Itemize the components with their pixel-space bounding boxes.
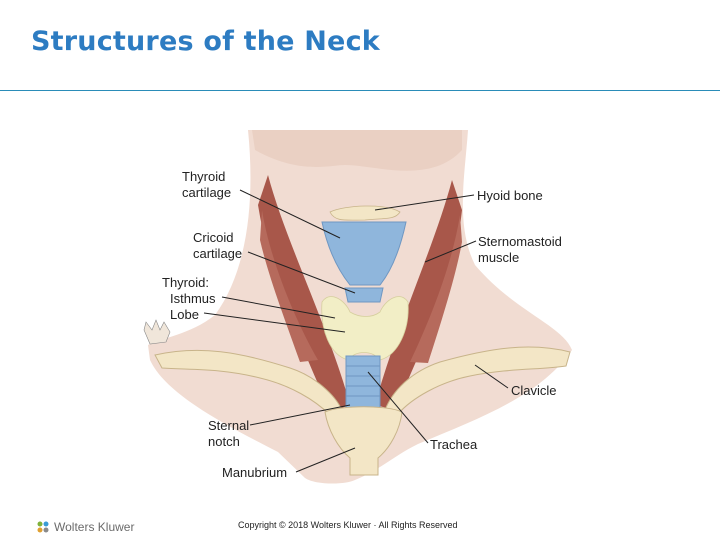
title-divider bbox=[0, 90, 720, 91]
trachea-shape bbox=[345, 355, 381, 409]
logo-mark-icon bbox=[37, 521, 49, 533]
label-thyroid-cartilage: Thyroid cartilage bbox=[182, 169, 231, 201]
logo-text: Wolters Kluwer bbox=[54, 520, 135, 534]
neck-skin bbox=[148, 130, 572, 484]
label-thyroid-isthmus: Isthmus bbox=[170, 291, 216, 306]
label-cricoid-cartilage-line2: cartilage bbox=[193, 246, 243, 261]
jaw-shadow bbox=[252, 130, 462, 171]
cricoid-cartilage-shape bbox=[344, 287, 384, 303]
left-fingers bbox=[143, 319, 171, 345]
label-sternal-notch: Sternal notch bbox=[208, 418, 249, 450]
label-cricoid-cartilage-line1: Cricoid bbox=[193, 230, 234, 245]
manubrium-shape bbox=[324, 406, 403, 476]
label-thyroid-lobe: Lobe bbox=[170, 307, 199, 322]
leader-lines bbox=[203, 189, 509, 473]
label-sternomastoid-line2: muscle bbox=[478, 250, 520, 265]
sternomastoid-right-lateral bbox=[410, 215, 462, 363]
sternomastoid-left bbox=[258, 175, 350, 412]
label-hyoid-bone: Hyoid bone bbox=[477, 188, 543, 203]
label-thyroid-line1: Thyroid: bbox=[162, 275, 209, 290]
label-sternomastoid-muscle: Sternomastoid muscle bbox=[478, 234, 562, 266]
label-sternomastoid-line1: Sternomastoid bbox=[478, 234, 562, 249]
copyright-notice: Copyright © 2018 Wolters Kluwer · All Ri… bbox=[238, 520, 458, 530]
label-cricoid-cartilage: Cricoid cartilage bbox=[193, 230, 242, 262]
sternomastoid-right bbox=[375, 180, 462, 410]
wolters-kluwer-logo: Wolters Kluwer bbox=[36, 520, 134, 534]
label-sternal-notch-line2: notch bbox=[208, 434, 240, 449]
label-manubrium: Manubrium bbox=[222, 465, 288, 480]
label-thyroid: Thyroid: Isthmus Lobe bbox=[162, 275, 216, 323]
slide-title: Structures of the Neck bbox=[31, 26, 380, 57]
thyroid-cartilage-shape bbox=[321, 221, 407, 286]
hyoid-bone-shape bbox=[329, 205, 401, 221]
label-thyroid-cartilage-line1: Thyroid bbox=[182, 169, 226, 184]
label-sternal-notch-line1: Sternal bbox=[208, 418, 250, 433]
label-trachea: Trachea bbox=[430, 437, 478, 452]
label-clavicle: Clavicle bbox=[511, 383, 557, 398]
label-thyroid-cartilage-line2: cartilage bbox=[182, 185, 232, 200]
